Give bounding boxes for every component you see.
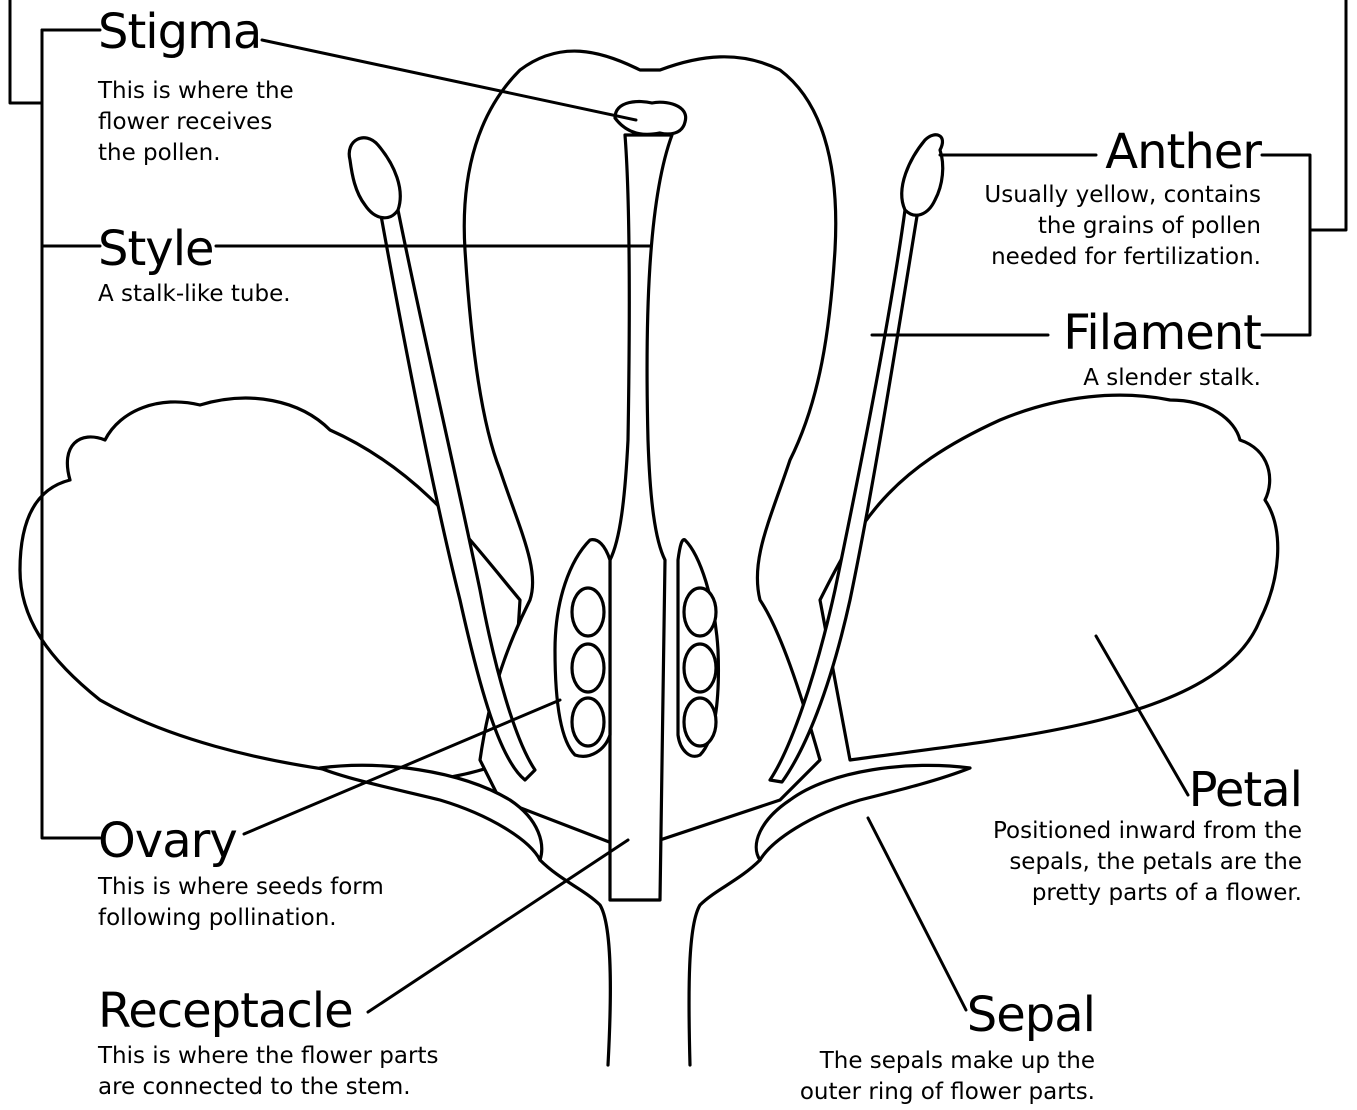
- sepal-desc-2: outer ring of flower parts.: [800, 1077, 1095, 1108]
- style-label: Style A stalk-like tube.: [98, 225, 291, 310]
- petal-label: Petal Positioned inward from the sepals,…: [993, 766, 1302, 909]
- stigma-bracket: [10, 0, 42, 103]
- sepal-title: Sepal: [800, 991, 1095, 1039]
- anther-title: Anther: [984, 128, 1261, 176]
- receptacle-label: Receptacle This is where the flower part…: [98, 987, 438, 1103]
- receptacle-desc-2: are connected to the stem.: [98, 1072, 438, 1103]
- filament-desc-1: A slender stalk.: [1063, 363, 1261, 394]
- ovary-label: Ovary This is where seeds form following…: [98, 817, 384, 934]
- petal-title: Petal: [993, 766, 1302, 814]
- left-anther: [349, 138, 400, 218]
- ovule-left-3: [572, 698, 604, 746]
- ovule-left-2: [572, 644, 604, 692]
- stigma-label: Stigma This is where the flower receives…: [98, 8, 294, 169]
- ovary-desc-2: following pollination.: [98, 903, 384, 934]
- ovary-desc-1: This is where seeds form: [98, 872, 384, 903]
- petal-desc-2: sepals, the petals are the: [993, 847, 1302, 878]
- right-anther: [902, 135, 943, 215]
- ovule-left-1: [572, 588, 604, 636]
- left-bracket-line: [42, 30, 100, 838]
- sepal-leader: [868, 818, 966, 1010]
- receptacle-title: Receptacle: [98, 987, 438, 1035]
- filament-title: Filament: [1063, 309, 1261, 357]
- anther-desc-1: Usually yellow, contains: [984, 180, 1261, 211]
- style-desc-1: A stalk-like tube.: [98, 279, 291, 310]
- filament-label: Filament A slender stalk.: [1063, 309, 1261, 394]
- ovule-right-2: [684, 644, 716, 692]
- stigma-desc-3: the pollen.: [98, 138, 294, 169]
- right-bracket-line: [1262, 0, 1346, 335]
- style-title: Style: [98, 225, 291, 273]
- anther-label: Anther Usually yellow, contains the grai…: [984, 128, 1261, 273]
- stigma-desc-1: This is where the: [98, 76, 294, 107]
- sepal-desc-1: The sepals make up the: [800, 1046, 1095, 1077]
- stigma-desc-2: flower receives: [98, 107, 294, 138]
- stigma-title: Stigma: [98, 8, 294, 56]
- sepal-label: Sepal The sepals make up the outer ring …: [800, 991, 1095, 1108]
- ovule-right-1: [684, 588, 716, 636]
- ovary-title: Ovary: [98, 817, 384, 865]
- right-petal: [820, 395, 1278, 760]
- receptacle-desc-1: This is where the flower parts: [98, 1041, 438, 1072]
- petal-desc-1: Positioned inward from the: [993, 816, 1302, 847]
- petal-desc-3: pretty parts of a flower.: [993, 878, 1302, 909]
- receptacle-stem-right: [689, 860, 760, 1065]
- anther-desc-2: the grains of pollen: [984, 211, 1261, 242]
- anther-desc-3: needed for fertilization.: [984, 242, 1261, 273]
- ovule-right-3: [684, 698, 716, 746]
